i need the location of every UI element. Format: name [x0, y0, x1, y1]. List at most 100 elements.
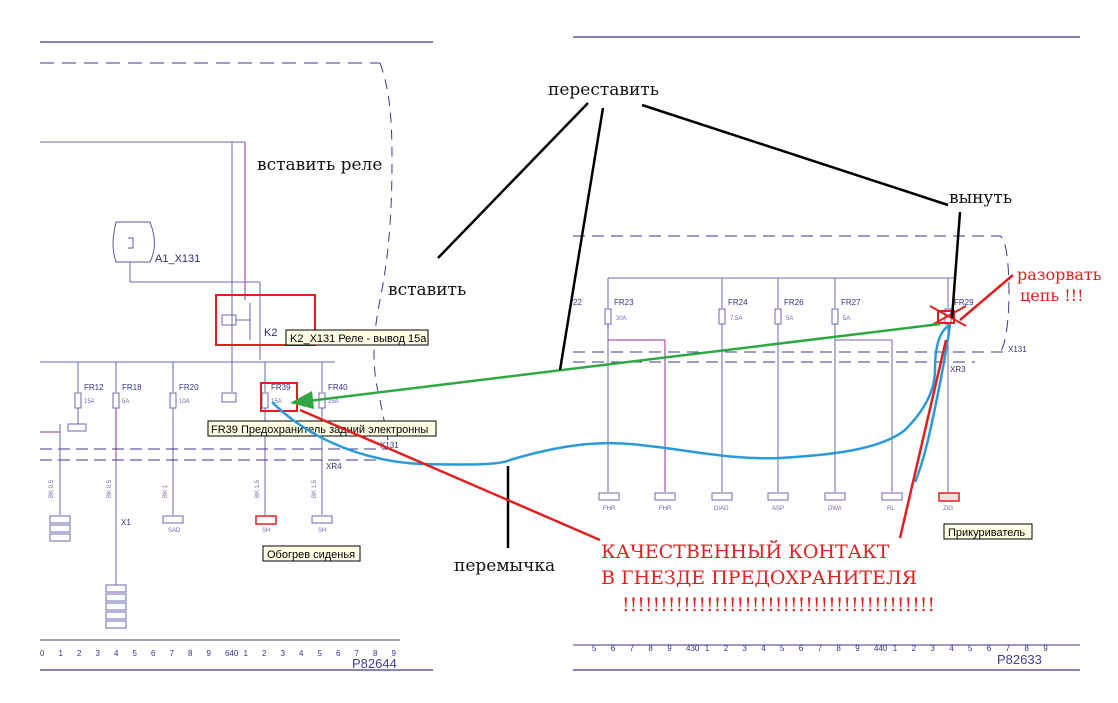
annotation-jumper: перемычка — [454, 556, 555, 576]
relay-tooltip: K2_X131 Реле - вывод 15а — [285, 329, 429, 346]
seat-heating-label: Обогрев сиденья — [262, 545, 361, 562]
fuse-fr39-highlight-box — [260, 382, 298, 412]
left_diagram-tick: 0 — [40, 649, 45, 658]
block-dwa: DWA — [828, 506, 842, 512]
fuse-fr23-rating: 30A — [616, 316, 627, 322]
fuse-fr27-rating: 5A — [843, 316, 850, 322]
left_diagram-tick: 3 — [96, 649, 101, 658]
fuse-fr24-rating: 7.5A — [730, 316, 742, 322]
break-cross-line-2 — [929, 305, 967, 327]
block-sh-2: SH — [318, 528, 326, 534]
right_diagram-tick: 440 — [874, 644, 888, 653]
annotation-quality-line1: КАЧЕСТВЕННЫЙ КОНТАКТ — [601, 540, 890, 563]
fuse-fr39-label: FR39 — [271, 383, 291, 392]
left_diagram-tick: 9 — [392, 649, 397, 658]
left_diagram-tick: 5 — [318, 649, 323, 658]
left_diagram-tick: 4 — [114, 649, 119, 658]
fuse-fr26-rating: 5A — [786, 316, 793, 322]
fuse-tooltip: FR39 Предохранитель задний электронны — [207, 420, 437, 437]
jumper-wire-tail — [913, 324, 952, 483]
wire-4: BK 1.5 — [255, 479, 261, 498]
pointer-lines — [437, 102, 962, 548]
block-zig: ZIG — [943, 506, 953, 512]
fuse-fr12-label: FR12 — [84, 383, 104, 392]
connector-x1-label: X1 — [121, 518, 131, 527]
right_diagram-tick: 6 — [987, 644, 992, 653]
seat-heating-text: Обогрев сиденья — [267, 549, 355, 561]
connector-xr3: XR3 — [950, 365, 966, 374]
left_diagram-tick: 6 — [151, 649, 156, 658]
fuse-fr20-rating: 10A — [179, 399, 190, 405]
right-schematic-labels: FR23 FR24 FR26 FR27 FR29 30A 7.5A 5A 5A … — [573, 298, 1048, 667]
wire-1: BK 0.5 — [49, 479, 55, 498]
annotation-insert-relay: вставить реле — [257, 155, 382, 175]
right_diagram-tick: 2 — [724, 644, 729, 653]
connector-a1-label: A1_X131 — [155, 253, 200, 265]
left_diagram-tick: 3 — [281, 649, 286, 658]
annotation-insert: вставить — [388, 280, 466, 300]
left_diagram-tick: 5 — [133, 649, 138, 658]
annotation-remove: вынуть — [949, 188, 1012, 208]
right_diagram-tick: 9 — [667, 644, 672, 653]
left_diagram-tick: 2 — [262, 649, 267, 658]
block-diag: DIAG — [714, 506, 729, 512]
right_diagram-tick: 4 — [949, 644, 954, 653]
annotation-rearrange: переставить — [548, 80, 659, 100]
block-rl: RL — [887, 506, 895, 512]
right_diagram-tick: 5 — [968, 644, 973, 653]
fuse-fr39-rating: 15A — [271, 399, 282, 405]
annotation-quality-line2: В ГНЕЗДЕ ПРЕДОХРАНИТЕЛЯ — [601, 567, 917, 589]
fuse-fr18-label: FR18 — [122, 383, 142, 392]
relay-tooltip-text: K2_X131 Реле - вывод 15а — [290, 333, 427, 345]
right_diagram-tick: 3 — [742, 644, 747, 653]
left_diagram-tick: 8 — [373, 649, 378, 658]
block-fhr-2: FHR — [659, 506, 672, 512]
left_diagram-tick: 4 — [299, 649, 304, 658]
pin-22-label: 22 — [573, 298, 582, 307]
jumper-wire — [271, 323, 951, 466]
connector-x131-right: X131 — [1008, 345, 1027, 354]
left_diagram-tick: 1 — [244, 649, 249, 658]
left-schematic-labels: A1_X131 K2 FR12 FR18 FR20 FR39 FR40 15A … — [40, 253, 399, 671]
fuse-fr12-rating: 15A — [84, 399, 95, 405]
right_diagram-tick: 8 — [836, 644, 841, 653]
block-fhr-1: FHR — [603, 506, 616, 512]
right_diagram-tick: 1 — [705, 644, 710, 653]
block-sad: SAD — [168, 528, 181, 534]
fuse-fr29-label: FR29 — [954, 298, 974, 307]
fuse-fr23-label: FR23 — [614, 298, 634, 307]
fuse-fr40-label: FR40 — [328, 383, 348, 392]
green-arrow-head — [290, 391, 314, 409]
right_diagram-tick: 7 — [630, 644, 635, 653]
left_diagram-tick: 1 — [59, 649, 64, 658]
fuse-fr29-highlight-box — [937, 310, 955, 324]
fuse-fr26-label: FR26 — [784, 298, 804, 307]
left_diagram-tick: 6 — [336, 649, 341, 658]
lighter-label: Прикуриватель — [943, 523, 1033, 540]
wire-5: BK 1.5 — [312, 479, 318, 498]
annotation-break-line2: цепь !!! — [1020, 286, 1084, 305]
right_diagram-tick: 1 — [893, 644, 898, 653]
page-id-left: P82644 — [352, 656, 397, 671]
fuse-fr20-label: FR20 — [179, 383, 199, 392]
annotation-break-line1: разорвать — [1017, 265, 1102, 284]
right_diagram-tick: 6 — [799, 644, 804, 653]
right_diagram-tick: 6 — [611, 644, 616, 653]
right_diagram-tick: 3 — [930, 644, 935, 653]
right_diagram-tick: 2 — [912, 644, 917, 653]
fuse-fr18-rating: 5A — [122, 399, 129, 405]
fuse-tooltip-text: FR39 Предохранитель задний электронны — [211, 424, 428, 436]
connector-x131-label: X131 — [380, 441, 399, 450]
red-pointer-lines — [299, 274, 1014, 542]
right_diagram-tick: 8 — [1024, 644, 1029, 653]
right_diagram-tick: 7 — [1006, 644, 1011, 653]
fuse-fr40-rating: 15A — [328, 399, 339, 405]
green-arrow-line — [299, 322, 941, 404]
right_diagram-tick: 4 — [761, 644, 766, 653]
sh-highlight-box — [255, 515, 277, 525]
left_diagram-tick: 9 — [207, 649, 212, 658]
right_diagram-tick: 9 — [1043, 644, 1048, 653]
